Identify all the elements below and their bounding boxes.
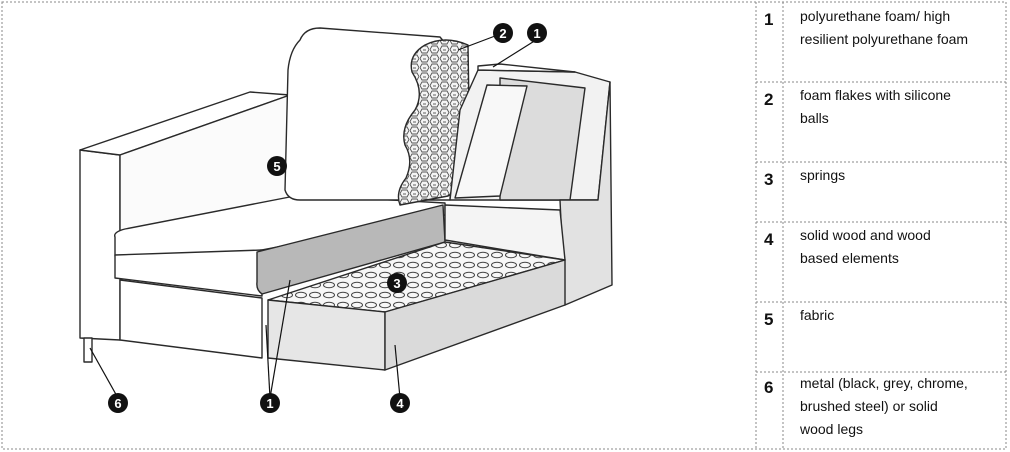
armrest (80, 150, 120, 340)
legend-text: springs (800, 164, 1000, 187)
callout-2: 2 (493, 23, 513, 43)
callout-1-top: 1 (527, 23, 547, 43)
front-wood-rail (268, 300, 385, 370)
legend-text: fabric (800, 304, 1000, 327)
legend-number: 3 (764, 170, 773, 190)
svg-text:4: 4 (396, 396, 404, 411)
legend-number: 1 (764, 10, 773, 30)
callout-6: 6 (108, 393, 128, 413)
legend-number: 6 (764, 378, 773, 398)
legend-number: 2 (764, 90, 773, 110)
svg-text:2: 2 (499, 26, 506, 41)
callout-4: 4 (390, 393, 410, 413)
legend-number: 5 (764, 310, 773, 330)
legend-text: metal (black, grey, chrome, brushed stee… (800, 372, 1005, 441)
legend-text: solid wood and wood based elements (800, 224, 1000, 270)
callout-5: 5 (267, 156, 287, 176)
legend-text: polyurethane foam/ high resilient polyur… (800, 5, 1000, 51)
callout-1-bottom: 1 (260, 393, 280, 413)
legend-number: 4 (764, 230, 773, 250)
sofa-illustration (80, 28, 612, 370)
svg-text:3: 3 (393, 276, 400, 291)
legend-text: foam flakes with silicone balls (800, 84, 1000, 130)
svg-text:1: 1 (266, 396, 273, 411)
svg-text:1: 1 (533, 26, 540, 41)
callout-3: 3 (387, 273, 407, 293)
svg-text:6: 6 (114, 396, 121, 411)
svg-text:5: 5 (273, 159, 280, 174)
